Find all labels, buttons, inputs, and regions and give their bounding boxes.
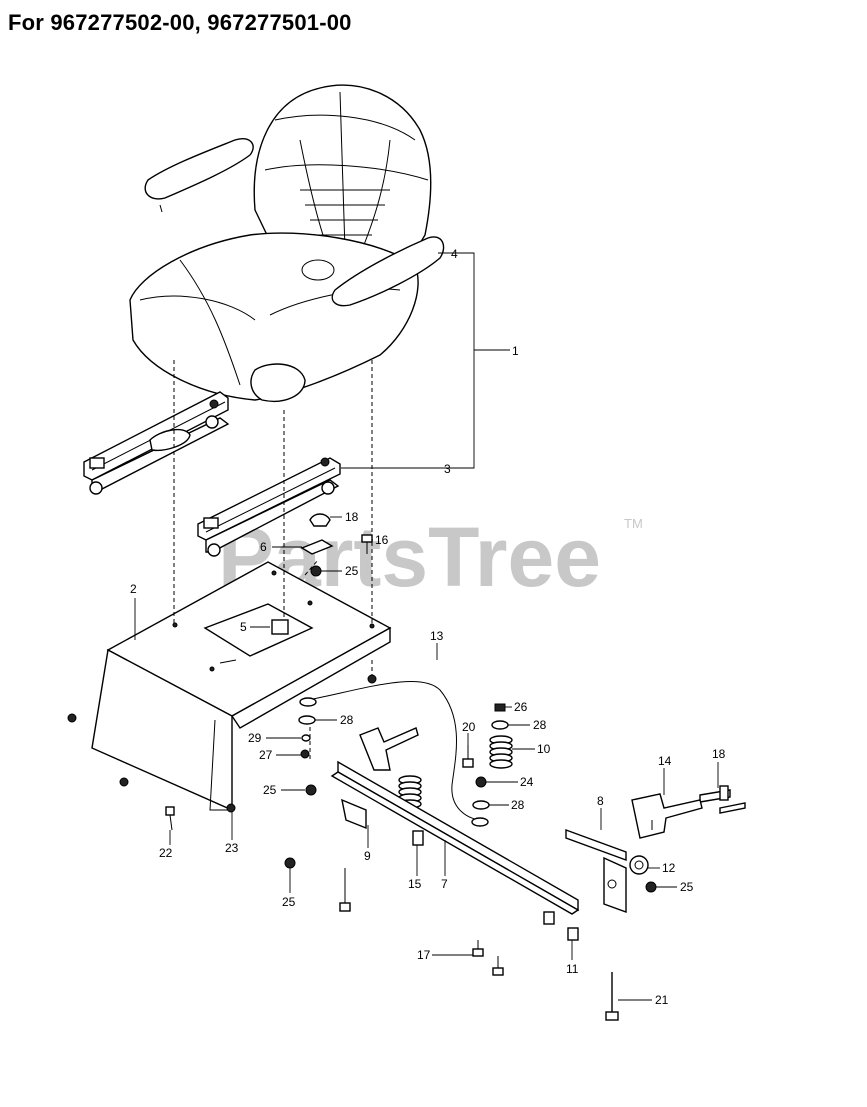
seat-assembly [129,84,445,402]
callout-2: 2 [130,582,137,596]
callout-18-right: 18 [712,747,726,761]
leader-lines [134,252,719,1001]
callout-25-right: 25 [680,880,694,894]
callout-25-top: 25 [345,564,359,578]
callout-13: 13 [430,629,444,643]
callout-25-bottom: 25 [282,895,296,909]
callout-22: 22 [159,846,173,860]
seat-pan [91,561,392,812]
bracket-8 [565,828,627,913]
callout-12: 12 [662,861,676,875]
callout-26: 26 [514,700,528,714]
callout-20: 20 [462,720,476,734]
callout-4: 4 [451,247,458,261]
page-title: For 967277502-00, 967277501-00 [8,10,352,35]
callout-1: 1 [512,344,519,358]
bracket-14 [631,793,703,839]
callouts: 1 2 3 4 5 6 7 8 9 10 11 12 13 14 15 16 1… [130,247,726,1007]
callout-14: 14 [658,754,672,768]
callout-21: 21 [655,993,669,1007]
callout-17: 17 [417,948,431,962]
callout-5: 5 [240,620,247,634]
callout-3: 3 [444,462,451,476]
callout-27: 27 [259,748,273,762]
callout-28-top: 28 [533,718,547,732]
cable [307,680,483,821]
watermark-trademark: TM [624,516,643,531]
callout-15: 15 [408,877,422,891]
springs [398,735,513,809]
callout-25-left: 25 [263,783,277,797]
seat-slide-right [197,457,341,557]
callout-10: 10 [537,742,551,756]
callout-18-top: 18 [345,510,359,524]
callout-8: 8 [597,794,604,808]
callout-28-left: 28 [340,713,354,727]
seat-slide-left [83,391,230,495]
callout-7: 7 [441,877,448,891]
callout-24: 24 [520,775,534,789]
callout-16: 16 [375,533,389,547]
callout-11: 11 [566,962,579,976]
callout-6: 6 [260,540,267,554]
callout-28-mid: 28 [511,798,525,812]
callout-9: 9 [364,849,371,863]
callout-23: 23 [225,841,239,855]
bracket-9 [341,727,419,830]
callout-29: 29 [248,731,262,745]
frame-bar [330,760,580,915]
